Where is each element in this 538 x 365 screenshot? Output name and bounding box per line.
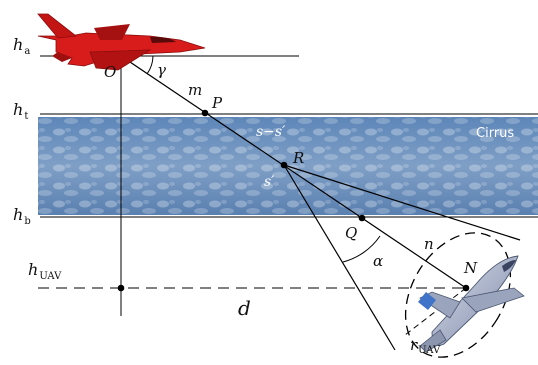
fighter-jet-icon [37,13,206,71]
point-n-dot [462,284,470,292]
radius-line [404,287,467,336]
label-point-p: P [211,94,223,112]
alpha-arc [342,235,381,263]
uav-aircraft-icon [418,255,525,353]
line-r-to-bottom [283,164,396,351]
line-o-to-n [120,55,467,289]
label-point-q: Q [345,224,357,242]
point-p-dot [201,109,209,117]
label-point-o: O [104,63,116,81]
line-r-to-top [283,164,521,241]
label-point-n: N [463,259,478,277]
label-segment-n: n [424,235,434,253]
label-h-uav: hUAV [28,260,62,282]
label-segment-d: d [238,296,251,320]
uav-cone-ellipse [404,232,512,358]
label-segment-s-prime: s′ [264,174,275,190]
label-segment-m: m [188,81,202,99]
label-angle-gamma: γ [157,61,166,79]
gamma-arc [146,55,154,75]
label-h-b: hb [13,205,31,227]
point-foot-dot [117,284,125,292]
label-h-a: ha [13,35,30,57]
point-r-dot [280,161,288,169]
label-h-t: ht [13,100,28,122]
cirrus-label: Cirrus [476,126,514,141]
label-segment-s-minus-sp: s−s′ [256,124,286,140]
point-q-dot [358,214,366,222]
label-angle-alpha: α [373,252,383,270]
label-point-r: R [292,149,304,167]
label-radius-r-uav: rUAV [410,336,441,356]
